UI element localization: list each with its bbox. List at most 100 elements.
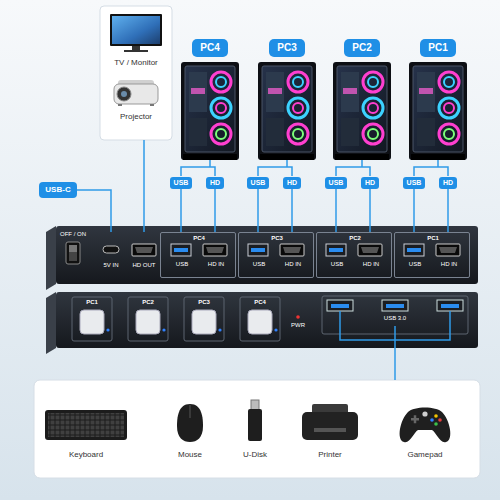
port-group: PC1USBHD IN (394, 232, 470, 278)
device-label: Projector (120, 112, 152, 121)
cable-connector (291, 189, 293, 232)
input-ports (283, 247, 301, 253)
cable-connector (335, 189, 337, 232)
input-ports (439, 247, 457, 253)
device-label: Mouse (178, 450, 202, 459)
pc-badge: PC1 (420, 39, 455, 57)
port-tag: USB (247, 177, 270, 189)
group-label: PC4 (193, 235, 205, 242)
input-ports (404, 244, 424, 256)
back-panel (66, 242, 80, 264)
display-card (112, 16, 160, 44)
input-ports (407, 248, 421, 252)
group-label: PC2 (349, 235, 361, 242)
front-panel (441, 304, 459, 308)
display-card (100, 6, 172, 140)
port-label: USB (331, 261, 343, 268)
badge-text: HD (287, 179, 297, 187)
device-icons (45, 410, 127, 440)
device-icons (434, 422, 438, 426)
front-panel (274, 328, 277, 331)
device-label: Printer (318, 450, 342, 459)
input-ports (251, 248, 265, 252)
port-tag: HD (439, 177, 457, 189)
front-panel (106, 328, 109, 331)
port-tag: HD (283, 177, 301, 189)
cable-connector (413, 189, 415, 232)
cable-connector (447, 189, 449, 232)
front-panel (192, 310, 216, 334)
device-card (34, 380, 480, 478)
device-icons (434, 414, 438, 418)
display-card (121, 91, 127, 97)
tower-cables (414, 160, 448, 176)
display-card (118, 104, 122, 106)
badge-text: USB (174, 179, 189, 187)
device-icons (314, 428, 346, 432)
device-icons (422, 411, 427, 416)
device-label: TV / Monitor (114, 58, 158, 67)
back-panel (132, 244, 156, 256)
device-label: Gamepad (407, 450, 442, 459)
pc-badge: PC2 (344, 39, 379, 57)
front-panel (72, 297, 112, 341)
input-ports (280, 244, 304, 256)
back-panel (69, 245, 77, 261)
badge-text: PC3 (277, 42, 296, 54)
badge-text: PC2 (352, 42, 371, 54)
badge-text: HD (443, 179, 453, 187)
input-ports (361, 247, 379, 253)
device-icons (190, 405, 191, 418)
input-ports (326, 244, 346, 256)
button-label: PC1 (86, 299, 98, 306)
device-icons (248, 409, 262, 441)
front-panel (296, 315, 300, 319)
front-panel (382, 300, 408, 311)
port-tag: USB (325, 177, 348, 189)
front-panel (437, 300, 463, 311)
group-label: PC3 (271, 235, 283, 242)
device-label: U-Disk (243, 450, 267, 459)
badge-text: HD (365, 179, 375, 187)
input-ports (248, 244, 268, 256)
tower-cables (258, 160, 292, 176)
badge-text: HD (210, 179, 220, 187)
front-panel (327, 300, 353, 311)
port-group: PC2USBHD IN (316, 232, 392, 278)
badge-text: USB (329, 179, 344, 187)
switch-label: OFF / ON (60, 231, 86, 238)
input-ports (174, 248, 188, 252)
port-label: USB (253, 261, 265, 268)
cable-connector (257, 189, 259, 232)
device-icons (430, 418, 434, 422)
port-group: PC3USB HD IN (238, 232, 314, 278)
button-label: PC2 (142, 299, 154, 306)
front-panel (184, 297, 224, 341)
tower-cables (181, 160, 215, 176)
usb-cables (340, 311, 450, 380)
port-tag: HD (206, 177, 224, 189)
cable-connector (180, 189, 182, 232)
display-card (132, 46, 140, 50)
pc-towers (409, 62, 467, 160)
pc-towers (181, 62, 467, 160)
input-ports (206, 247, 224, 253)
front-panel (331, 304, 349, 308)
device-icons (302, 412, 358, 440)
device-icons (438, 418, 442, 422)
back-panel (103, 246, 119, 253)
front-panel (136, 310, 160, 334)
hdmi-out-port: HD OUT (128, 232, 160, 278)
cable-connector (214, 189, 216, 232)
cable-connector (369, 189, 371, 232)
back-panel (69, 245, 77, 252)
device-icons (45, 400, 450, 442)
port-tag: USB (170, 177, 193, 189)
port-label: HD IN (285, 261, 301, 268)
front-panel (162, 328, 165, 331)
back-panel (135, 247, 153, 253)
power-led-label: PWR (291, 322, 305, 329)
